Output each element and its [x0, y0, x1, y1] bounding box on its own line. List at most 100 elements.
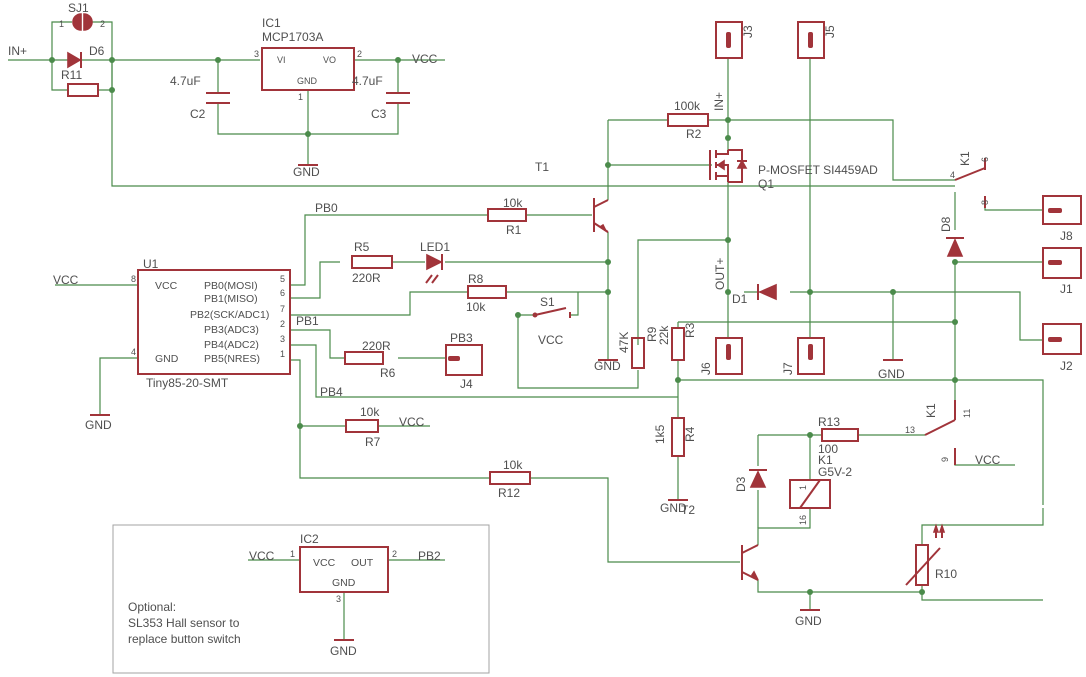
capacitor-c3 [386, 92, 410, 104]
pin-ic2-2: 2 [392, 549, 397, 559]
note-line-2: SL353 Hall sensor to [128, 616, 240, 630]
pin-sj1-2: 2 [100, 19, 105, 29]
pin-ic1-vo: VO [323, 55, 336, 65]
pin-k1-9: 9 [940, 457, 950, 462]
ground-symbols [90, 164, 903, 641]
net-pb3: PB3 [450, 331, 473, 345]
relay-k1-contact-lower [924, 400, 956, 465]
resistor-r13 [821, 428, 859, 442]
note-line-3: replace button switch [128, 632, 241, 646]
label-t2: T2 [681, 503, 695, 517]
label-j3: J3 [741, 25, 755, 38]
pin-k1-6: 6 [980, 157, 990, 162]
pin-k1-4: 4 [950, 170, 955, 180]
net-gnd-ic2: GND [330, 644, 357, 658]
label-ic1: IC1 [262, 16, 281, 30]
connector-j5 [797, 21, 825, 59]
pin-u1-5: 5 [280, 274, 285, 284]
label-r6: R6 [380, 366, 396, 380]
label-d1: D1 [732, 292, 748, 306]
label-k1-part: G5V-2 [818, 465, 852, 479]
pin-ic1-3: 3 [254, 49, 259, 59]
label-q1-part: P-MOSFET SI4459AD [758, 163, 878, 177]
net-gnd-t1: GND [594, 359, 621, 373]
pin-u1-vcc: VCC [155, 280, 178, 292]
label-j2: J2 [1060, 359, 1073, 373]
led-led1 [425, 253, 443, 284]
resistor-r8 [467, 285, 507, 299]
pin-u1-7: 7 [280, 304, 285, 314]
pin-ic1-vi: VI [277, 55, 286, 65]
pin-u1-pb5: PB5(NRES) [204, 353, 260, 365]
value-r2: 100k [674, 99, 701, 113]
label-r8: R8 [468, 272, 484, 286]
label-c3: C3 [371, 107, 387, 121]
value-r6: 220R [362, 339, 391, 353]
label-j7: J7 [781, 362, 795, 375]
label-c2: C2 [190, 107, 206, 121]
microcontroller-u1 [137, 269, 291, 375]
net-vcc-r7: VCC [399, 415, 425, 429]
pin-u1-pb4: PB4(ADC2) [204, 339, 259, 351]
pin-k1-16: 16 [798, 515, 808, 525]
connector-j7 [797, 337, 825, 375]
pin-u1-8: 8 [131, 274, 136, 284]
optional-frame [112, 524, 490, 674]
resistor-r9 [631, 337, 645, 369]
label-k1-coil: K1 [818, 453, 833, 467]
value-r3: 22k [657, 325, 671, 345]
relay-k1-contact-upper [954, 158, 986, 208]
value-r9: 47K [617, 332, 631, 353]
pin-ic2-gnd: GND [332, 577, 356, 589]
label-j4: J4 [460, 377, 473, 391]
net-vcc-k1: VCC [975, 453, 1001, 467]
diode-d8 [946, 237, 964, 257]
regulator-ic1 [261, 47, 355, 91]
label-d6: D6 [89, 44, 105, 58]
pin-ic1-gnd: GND [297, 76, 318, 86]
note-line-1: Optional: [128, 600, 176, 614]
net-gnd-r4: GND [660, 501, 687, 515]
label-r9: R9 [645, 326, 659, 342]
resistor-r3 [671, 327, 685, 361]
value-r5: 220R [352, 271, 381, 285]
net-pb4: PB4 [320, 385, 343, 399]
value-c2: 4.7uF [170, 74, 201, 88]
pin-k1-11: 11 [962, 409, 972, 418]
label-k1-upper: K1 [958, 151, 972, 166]
text-labels: SJ1 1 2 IN+ D6 R11 IC1 MCP1703A VI VO GN… [8, 1, 1073, 658]
photoresistor-r10 [905, 523, 946, 586]
net-out-plus: OUT+ [713, 258, 727, 290]
connector-j2 [1042, 323, 1082, 355]
wires [8, 21, 1044, 640]
diode-d1 [757, 283, 777, 301]
label-ic2: IC2 [300, 532, 319, 546]
solder-jumper-sj1 [72, 13, 93, 31]
pin-u1-4: 4 [131, 347, 136, 357]
connector-j8 [1042, 195, 1082, 225]
label-d3: D3 [734, 476, 748, 492]
label-k1-lower: K1 [924, 403, 938, 418]
label-r2: R2 [686, 127, 702, 141]
label-u1-part: Tiny85-20-SMT [146, 376, 229, 390]
label-d8: D8 [939, 216, 953, 232]
pin-ic1-1: 1 [298, 92, 303, 102]
value-r12: 10k [503, 458, 523, 472]
pin-u1-pb2: PB2(SCK/ADC1) [190, 309, 269, 321]
pin-u1-pb3: PB3(ADC3) [204, 324, 259, 336]
pin-u1-pb1: PB1(MISO) [204, 293, 258, 305]
resistor-r11 [67, 83, 99, 97]
pin-sj1-1: 1 [59, 19, 64, 29]
label-q1: Q1 [758, 177, 774, 191]
connector-j6 [715, 337, 743, 375]
resistor-r4 [671, 417, 685, 457]
label-r5: R5 [354, 240, 370, 254]
mosfet-q1 [709, 149, 748, 183]
diode-d3 [749, 469, 767, 488]
pin-ic2-1: 1 [290, 549, 295, 559]
pin-ic1-2: 2 [357, 49, 362, 59]
net-gnd-u1: GND [85, 418, 112, 432]
value-r7: 10k [360, 405, 380, 419]
pin-k1-8: 8 [980, 200, 990, 205]
